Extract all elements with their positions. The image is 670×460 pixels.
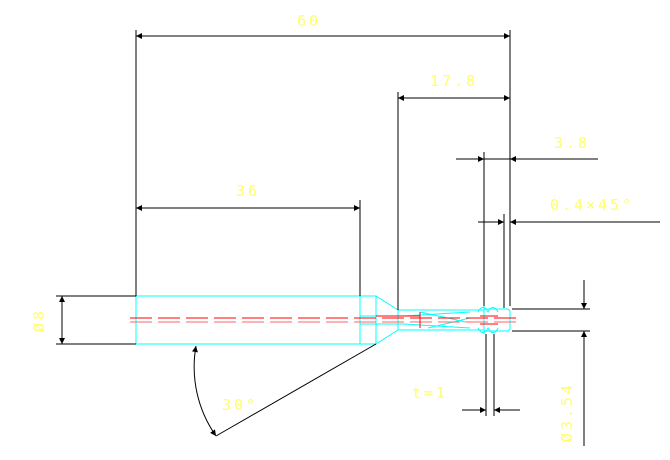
- dim-tip-length: 3.8: [554, 134, 590, 152]
- dim-shank-diameter: Ø8: [30, 308, 48, 332]
- angle-leg: [215, 343, 377, 437]
- tool-outline: [135, 295, 511, 345]
- taper: [360, 295, 399, 311]
- dim-flute-length: 17.8: [430, 72, 478, 90]
- thread-detail-bottom: [477, 326, 499, 333]
- taper-lower: [360, 329, 399, 345]
- thread-detail-top: [477, 307, 499, 314]
- dim-chamfer: 0.4×45°: [550, 196, 634, 214]
- dim-angle: 30°: [222, 396, 258, 414]
- dimension-lines: [56, 30, 660, 446]
- centerline: [130, 312, 518, 328]
- shank-body: [135, 295, 361, 345]
- dim-land: t=1: [412, 384, 448, 402]
- angle-arc: [191, 345, 217, 437]
- dimension-labels: 60 36 17.8 3.8 0.4×45° t=1 30° Ø8 Ø3.54: [30, 12, 634, 442]
- dim-overall-length: 60: [297, 12, 321, 30]
- dim-tip-diameter: Ø3.54: [558, 382, 576, 442]
- dim-shank-length: 36: [236, 182, 260, 200]
